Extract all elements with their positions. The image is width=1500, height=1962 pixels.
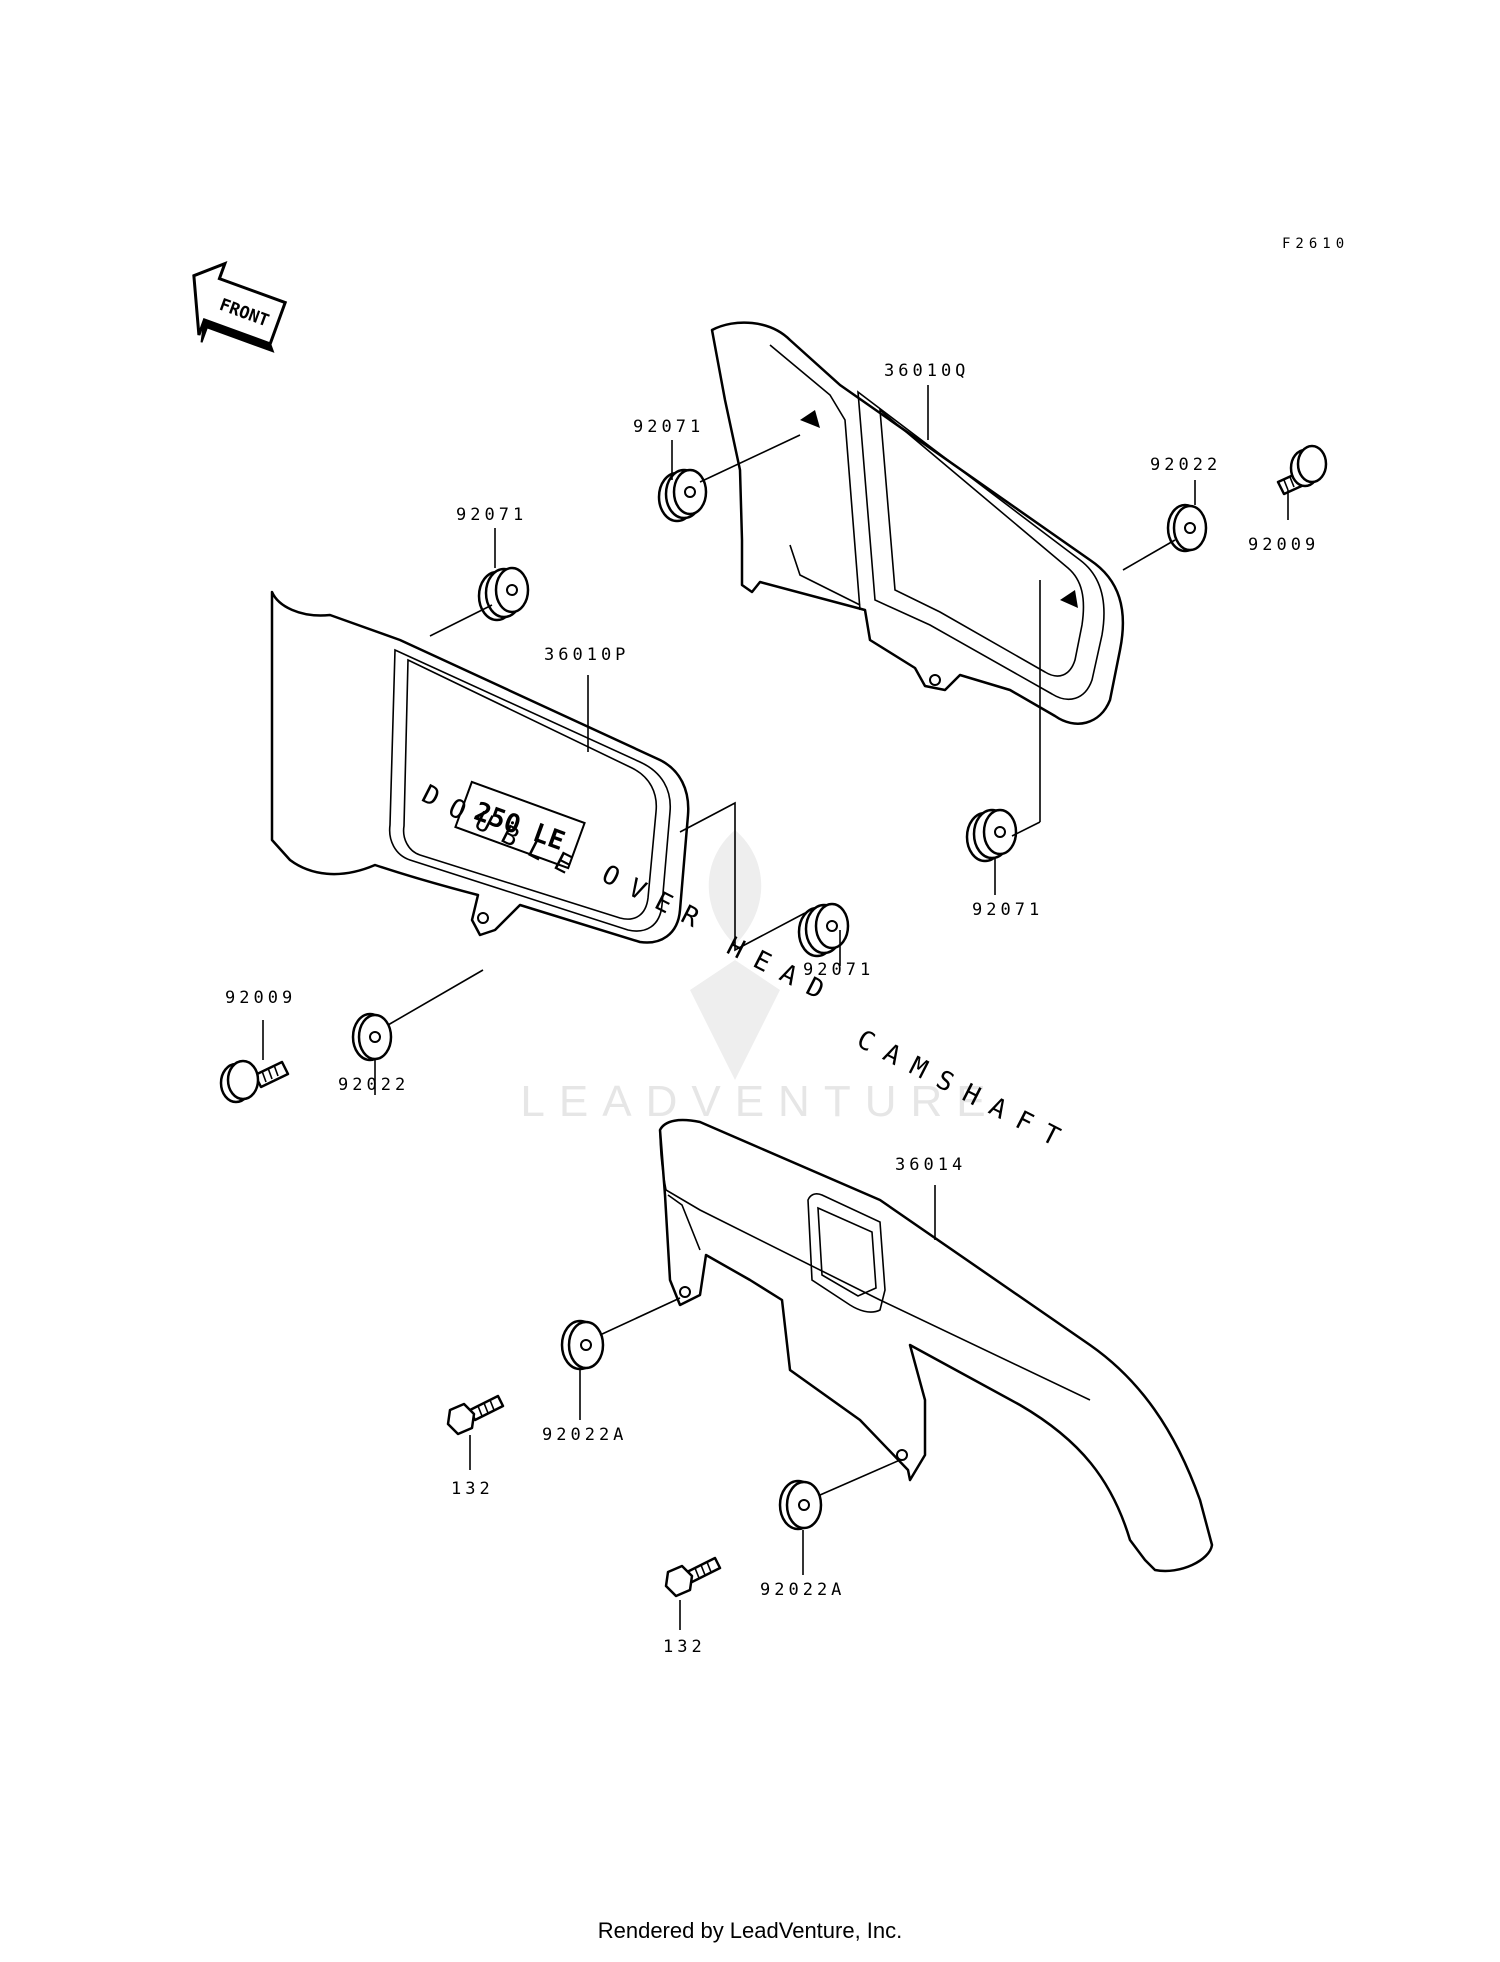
watermark-logo xyxy=(690,830,780,1080)
label-bolt-lp: 92009 xyxy=(225,988,296,1008)
label-chain-cover: 36014 xyxy=(895,1155,966,1175)
bolt-132-2 xyxy=(664,1556,722,1598)
label-bolt-chain-1: 132 xyxy=(451,1479,494,1499)
cover-left-36010p: 250 LE xyxy=(270,590,690,944)
label-cover-left: 36010P xyxy=(544,645,629,665)
cover-right-36010q xyxy=(710,321,1125,725)
watermark-text: LEADVENTURE xyxy=(520,1077,999,1126)
chain-cover-36014 xyxy=(658,1118,1214,1573)
grommet-92071-rq-top xyxy=(657,468,708,523)
label-bolt-rq: 92009 xyxy=(1248,535,1319,555)
label-washer-chain-1: 92022A xyxy=(542,1425,627,1445)
leader-lines xyxy=(262,385,1289,1630)
watermark: LEADVENTURE xyxy=(520,830,999,1126)
label-washer-chain-2: 92022A xyxy=(760,1580,845,1600)
bolt-92009-rq xyxy=(1276,444,1328,496)
grommet-92071-lp-right xyxy=(797,902,850,958)
diagram-code: F2610 xyxy=(1282,236,1349,252)
washer-92022-lp xyxy=(351,1012,393,1062)
washer-92022a-1 xyxy=(560,1319,605,1371)
label-grommet-lp-top: 92071 xyxy=(456,505,527,525)
label-cover-right: 36010Q xyxy=(884,361,969,381)
grommet-92071-rq-bottom xyxy=(965,808,1018,863)
label-grommet-rq-top: 92071 xyxy=(633,417,704,437)
front-arrow: FRONT xyxy=(192,260,288,353)
grommet-92071-lp-top xyxy=(477,566,530,622)
label-washer-rq: 92022 xyxy=(1150,455,1221,475)
label-grommet-lp-right: 92071 xyxy=(803,960,874,980)
label-bolt-chain-2: 132 xyxy=(663,1637,706,1657)
washer-92022-rq xyxy=(1166,503,1208,553)
label-grommet-rq-bottom: 92071 xyxy=(972,900,1043,920)
bolt-92009-lp xyxy=(219,1059,290,1104)
label-washer-lp: 92022 xyxy=(338,1075,409,1095)
bolt-132-1 xyxy=(446,1394,505,1436)
footer-credit: Rendered by LeadVenture, Inc. xyxy=(597,1918,903,1943)
washer-92022a-2 xyxy=(778,1479,823,1531)
